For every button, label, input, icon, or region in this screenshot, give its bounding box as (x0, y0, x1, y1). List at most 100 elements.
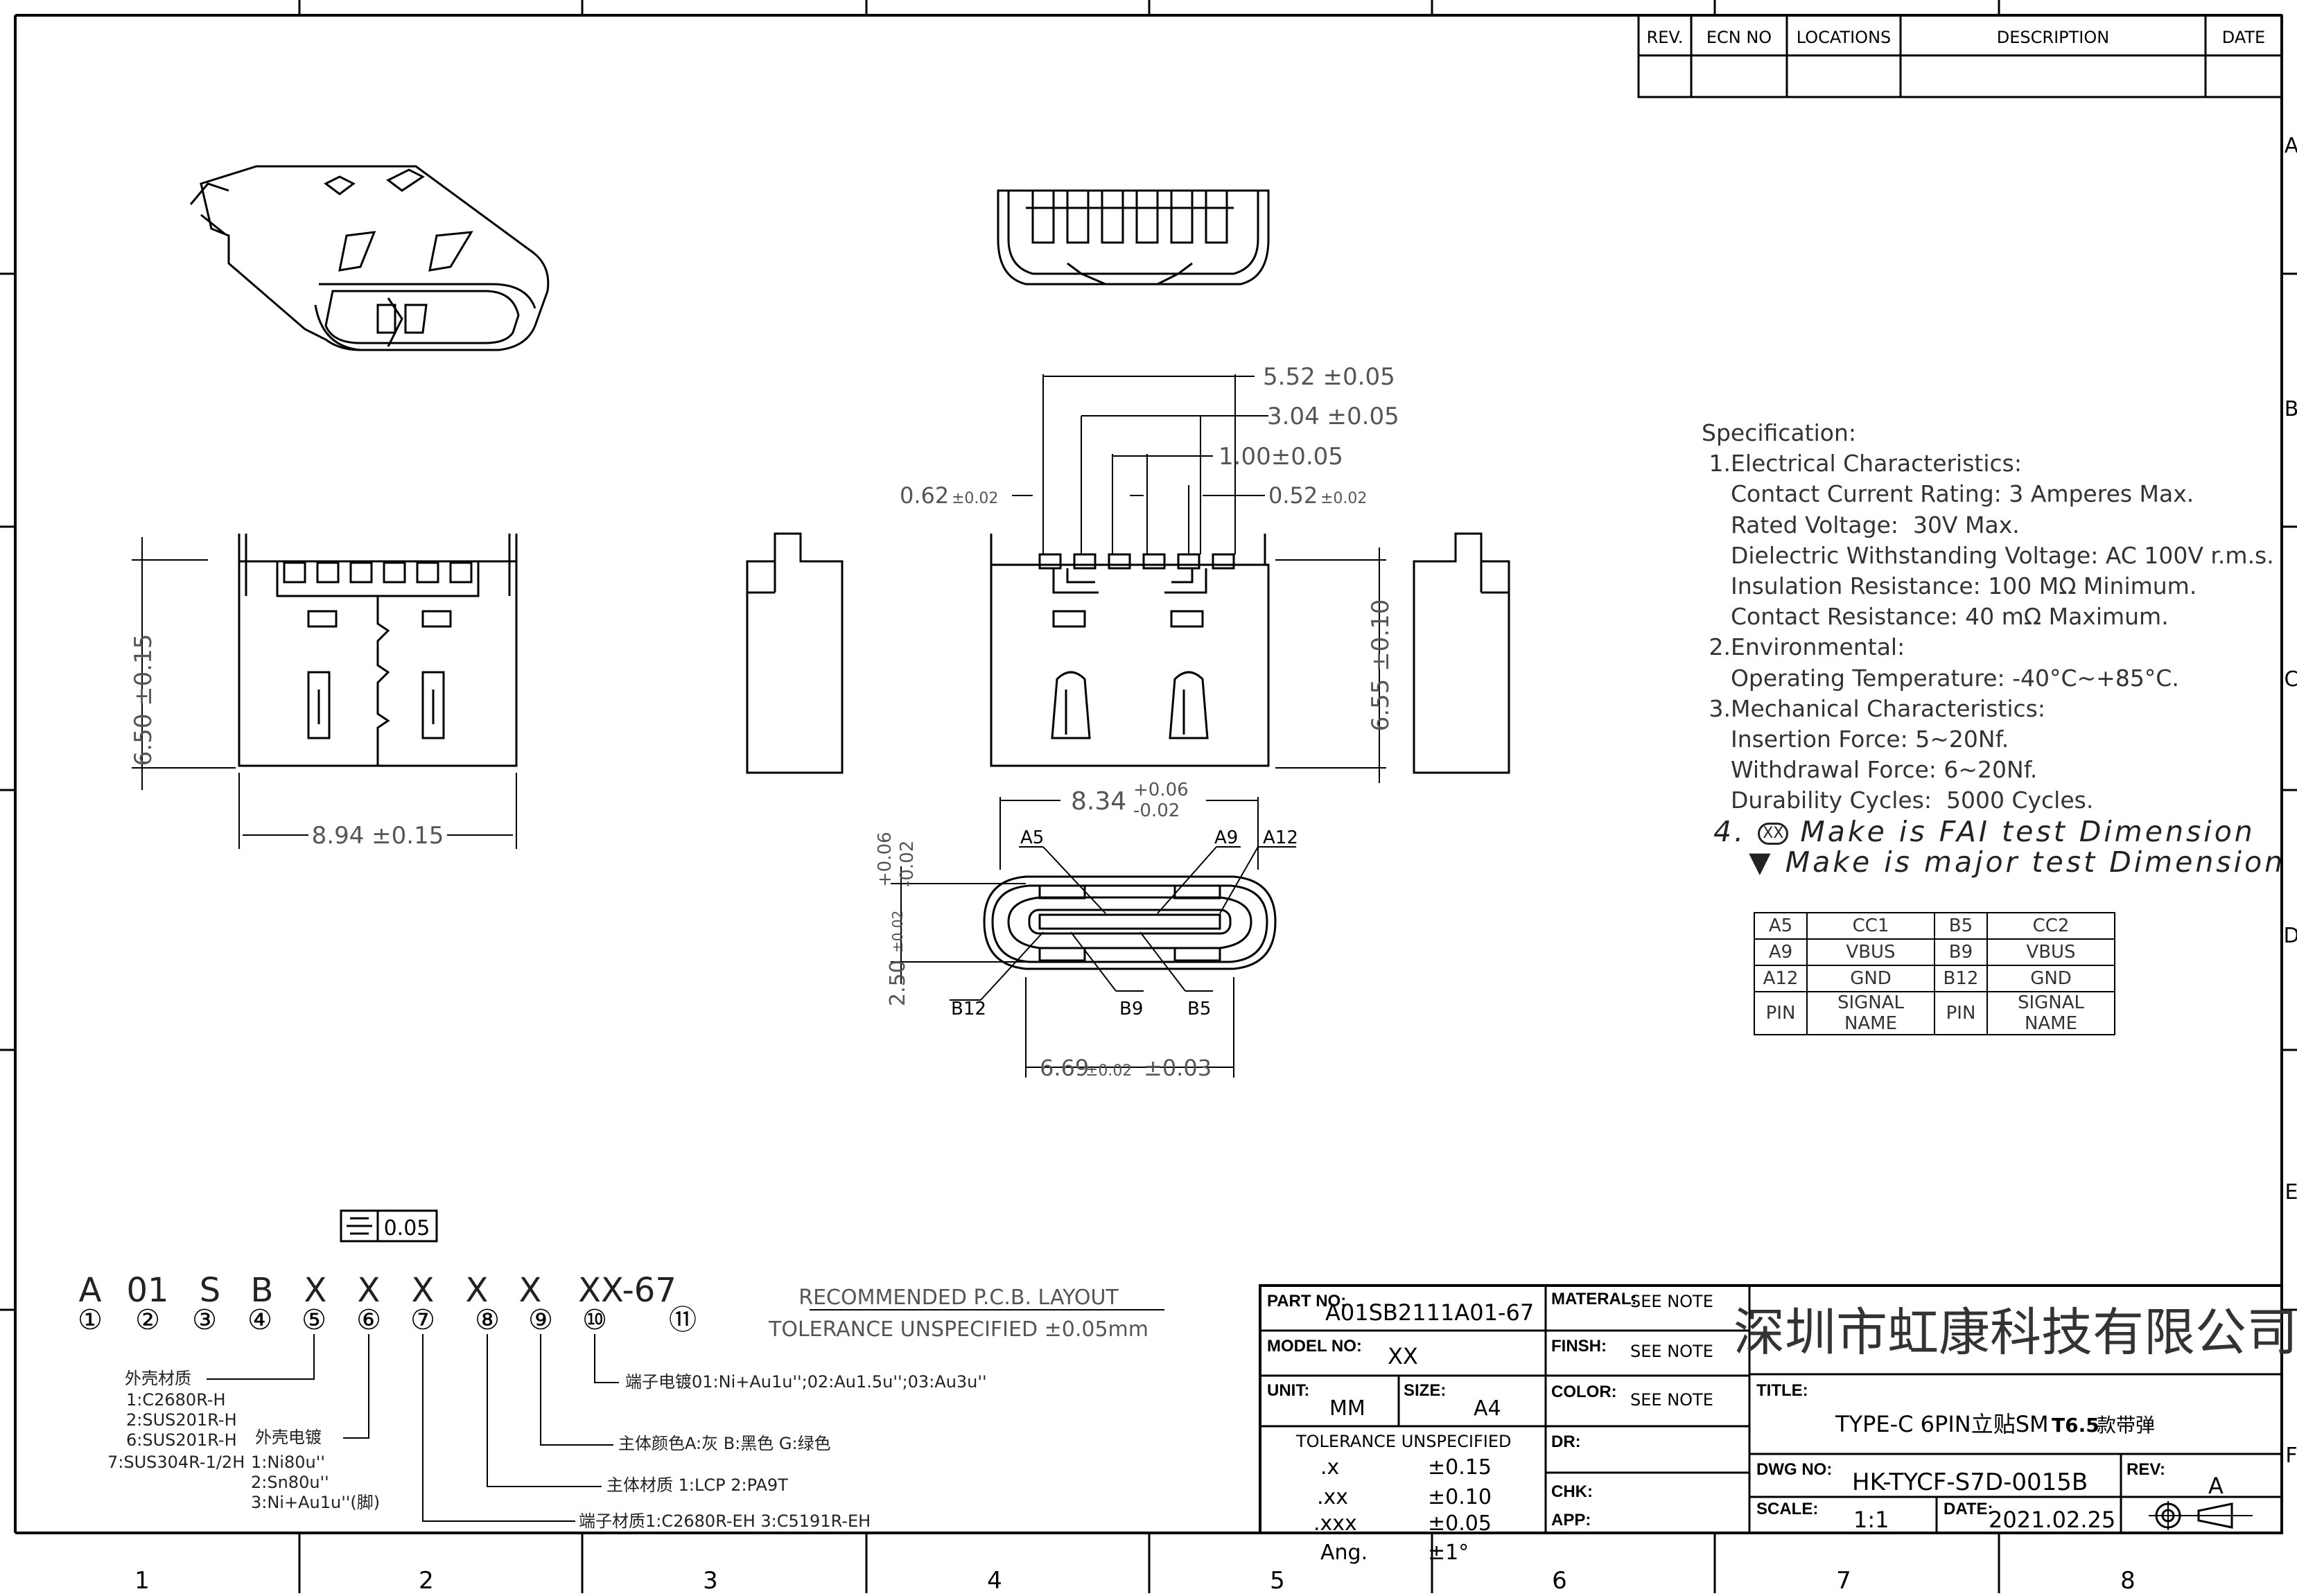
top-view (997, 189, 1270, 286)
shell-material-opt-2: 2:SUS201R-H (126, 1410, 237, 1430)
code-letter-5: X (304, 1271, 327, 1310)
circle-10: ⑩ (582, 1304, 607, 1336)
shell-plating-opt-1: 1:Ni80u'' (251, 1453, 325, 1472)
spec-line-8: Operating Temperature: -40°C~+85°C. (1702, 664, 2179, 692)
table-row: PIN SIGNAL NAME PIN SIGNAL NAME (1754, 991, 2115, 1035)
zone-row-f: F (2285, 1444, 2297, 1468)
unit-value: MM (1329, 1396, 1365, 1421)
zone-row-a: A (2285, 134, 2297, 158)
revision-table: REV. ECN NO LOCATIONS DESCRIPTION DATE (1637, 14, 2283, 98)
dim-width-8-94: 8.94 ±0.15 (312, 822, 444, 850)
specification-block: Specification: 1.Electrical Characterist… (1702, 418, 2285, 877)
side-view-right (1413, 532, 1510, 774)
signal-cell: GND (1806, 965, 1935, 992)
title-block: PART NO: A01SB2111A01-67 MODEL NO: XX UN… (1259, 1284, 2297, 1565)
side-view-left (746, 532, 844, 774)
size-label: SIZE: (1404, 1381, 1446, 1400)
pin-cell: A12 (1754, 965, 1808, 992)
shell-plating-opt-3: 3:Ni+Au1u''(脚) (251, 1493, 380, 1512)
tolerance-title: TOLERANCE UNSPECIFIED (1295, 1432, 1511, 1451)
dwg-no-label: DWG NO: (1756, 1460, 1832, 1479)
front-view-center: 5.52 ±0.05 3.04 ±0.05 1.00±0.05 0.62 ±0.… (900, 363, 1399, 783)
dr-label: DR: (1551, 1432, 1581, 1451)
circle-2: ② (135, 1304, 160, 1336)
zone-row-e: E (2285, 1180, 2297, 1204)
callout-a12: A12 (1263, 827, 1298, 848)
dim-height-6-55: 6.55 ±0.10 (1367, 599, 1395, 732)
ecn-col-header: ECN NO (1706, 28, 1772, 47)
projection-symbol-icon (2149, 1501, 2253, 1530)
flatness-value: 0.05 (384, 1216, 430, 1240)
callout-b12: B12 (951, 999, 986, 1019)
pin-header: PIN (1754, 991, 1808, 1035)
callout-a5: A5 (1020, 827, 1044, 848)
dim-8-34-upper: +0.06 (1133, 780, 1189, 800)
date-col-header: DATE (2222, 28, 2265, 47)
spec-line-1: 1.Electrical Characteristics: (1702, 450, 2022, 477)
dim-2-50: 2.50 (886, 960, 910, 1006)
pin-signal-table: A5 CC1 B5 CC2 A9 VBUS B9 VBUS A12 GND B1… (1754, 912, 2115, 1035)
spec-note-5: ▼ Make is major test Dimension (1702, 847, 2285, 877)
dim-height-6-50: 6.50 ±0.15 (130, 634, 157, 766)
zone-col-7: 7 (1836, 1567, 1851, 1593)
shell-plating-title: 外壳电镀 (255, 1428, 322, 1447)
callout-b5: B5 (1187, 999, 1211, 1019)
date-value: 2021.02.25 (1989, 1507, 2116, 1533)
dim-3-04: 3.04 ±0.05 (1267, 403, 1399, 430)
shell-material-opt-3: 6:SUS201R-H (126, 1430, 237, 1450)
scale-value: 1:1 (1853, 1507, 1889, 1533)
pin-cell: A5 (1754, 912, 1808, 940)
part-no-label: PART NO: (1267, 1292, 1346, 1310)
table-row: A9 VBUS B9 VBUS (1754, 938, 2115, 966)
model-no-label: MODEL NO: (1267, 1337, 1362, 1356)
part-code: A 01 S B X X X X X XX-67 ① ② ③ ④ ⑤ ⑥ ⑦ ⑧… (78, 1271, 987, 1531)
zone-col-6: 6 (1552, 1567, 1567, 1593)
zone-row-b: B (2285, 397, 2297, 421)
color-label: COLOR: (1551, 1383, 1617, 1401)
signal-cell: VBUS (1986, 938, 2115, 966)
body-color: 主体颜色A:灰 B:黑色 G:绿色 (618, 1434, 831, 1453)
dim-0-52: 0.52 (1268, 482, 1318, 509)
part-no-value: A01SB2111A01-67 (1325, 1299, 1534, 1326)
note4-prefix: 4. (1713, 814, 1747, 848)
chk-label: CHK: (1551, 1482, 1593, 1501)
tol-x-val: ±0.15 (1428, 1455, 1492, 1480)
pcb-tolerance: TOLERANCE UNSPECIFIED ±0.05mm (768, 1317, 1148, 1342)
spec-line-11: Withdrawal Force: 6~20Nf. (1702, 756, 2038, 784)
pin-cell: A9 (1754, 938, 1808, 966)
color-value: SEE NOTE (1630, 1390, 1713, 1410)
scale-label: SCALE: (1756, 1500, 1819, 1518)
fai-symbol-icon: XX (1758, 822, 1789, 845)
shell-plating-opt-2: 2:Sn80u'' (251, 1473, 329, 1492)
dwg-no-value: HK-TYCF-S7D-0015B (1852, 1468, 2088, 1496)
title-block-bottom-row: SCALE: 1:1 DATE: 2021.02.25 (1749, 1497, 2282, 1533)
size-value: A4 (1474, 1396, 1501, 1421)
unit-label: UNIT: (1267, 1381, 1309, 1400)
shell-material-opt-1: 1:C2680R-H (126, 1390, 226, 1410)
triangle-icon: ▼ (1749, 845, 1774, 879)
circle-5: ⑤ (302, 1304, 326, 1336)
circle-11: ⑪ (669, 1304, 697, 1336)
locations-col-header: LOCATIONS (1797, 28, 1892, 47)
spec-line-3: Rated Voltage: 30V Max. (1702, 511, 2020, 538)
signal-cell: CC1 (1806, 912, 1935, 940)
rev-col-header: REV. (1647, 28, 1684, 47)
title-bold: T6.5 (2052, 1414, 2099, 1437)
pin-cell: B5 (1934, 912, 1988, 940)
pin-cell: B9 (1934, 938, 1988, 966)
signal-header: SIGNAL NAME (1806, 991, 1935, 1035)
dim-0-52-tol: ±0.02 (1320, 490, 1367, 507)
spec-line-12: Durability Cycles: 5000 Cycles. (1702, 787, 2094, 814)
table-row: A12 GND B12 GND (1754, 965, 2115, 992)
spec-line-5: Insulation Resistance: 100 MΩ Minimum. (1702, 572, 2197, 600)
note5-text: Make is major test Dimension (1785, 845, 2286, 879)
rev-value: A (2208, 1473, 2224, 1499)
title-suffix: 款带弹 (2097, 1414, 2155, 1437)
body-material: 主体材质 1:LCP 2:PA9T (606, 1475, 788, 1495)
signal-cell: CC2 (1986, 912, 2115, 940)
terminal-plating: 端子电镀01:Ni+Au1u'';02:Au1.5u'';03:Au3u'' (625, 1372, 987, 1392)
shell-material-title: 外壳材质 (125, 1369, 191, 1388)
spec-heading: Specification: (1702, 419, 1856, 446)
tol-xxx-key: .xxx (1313, 1511, 1357, 1536)
